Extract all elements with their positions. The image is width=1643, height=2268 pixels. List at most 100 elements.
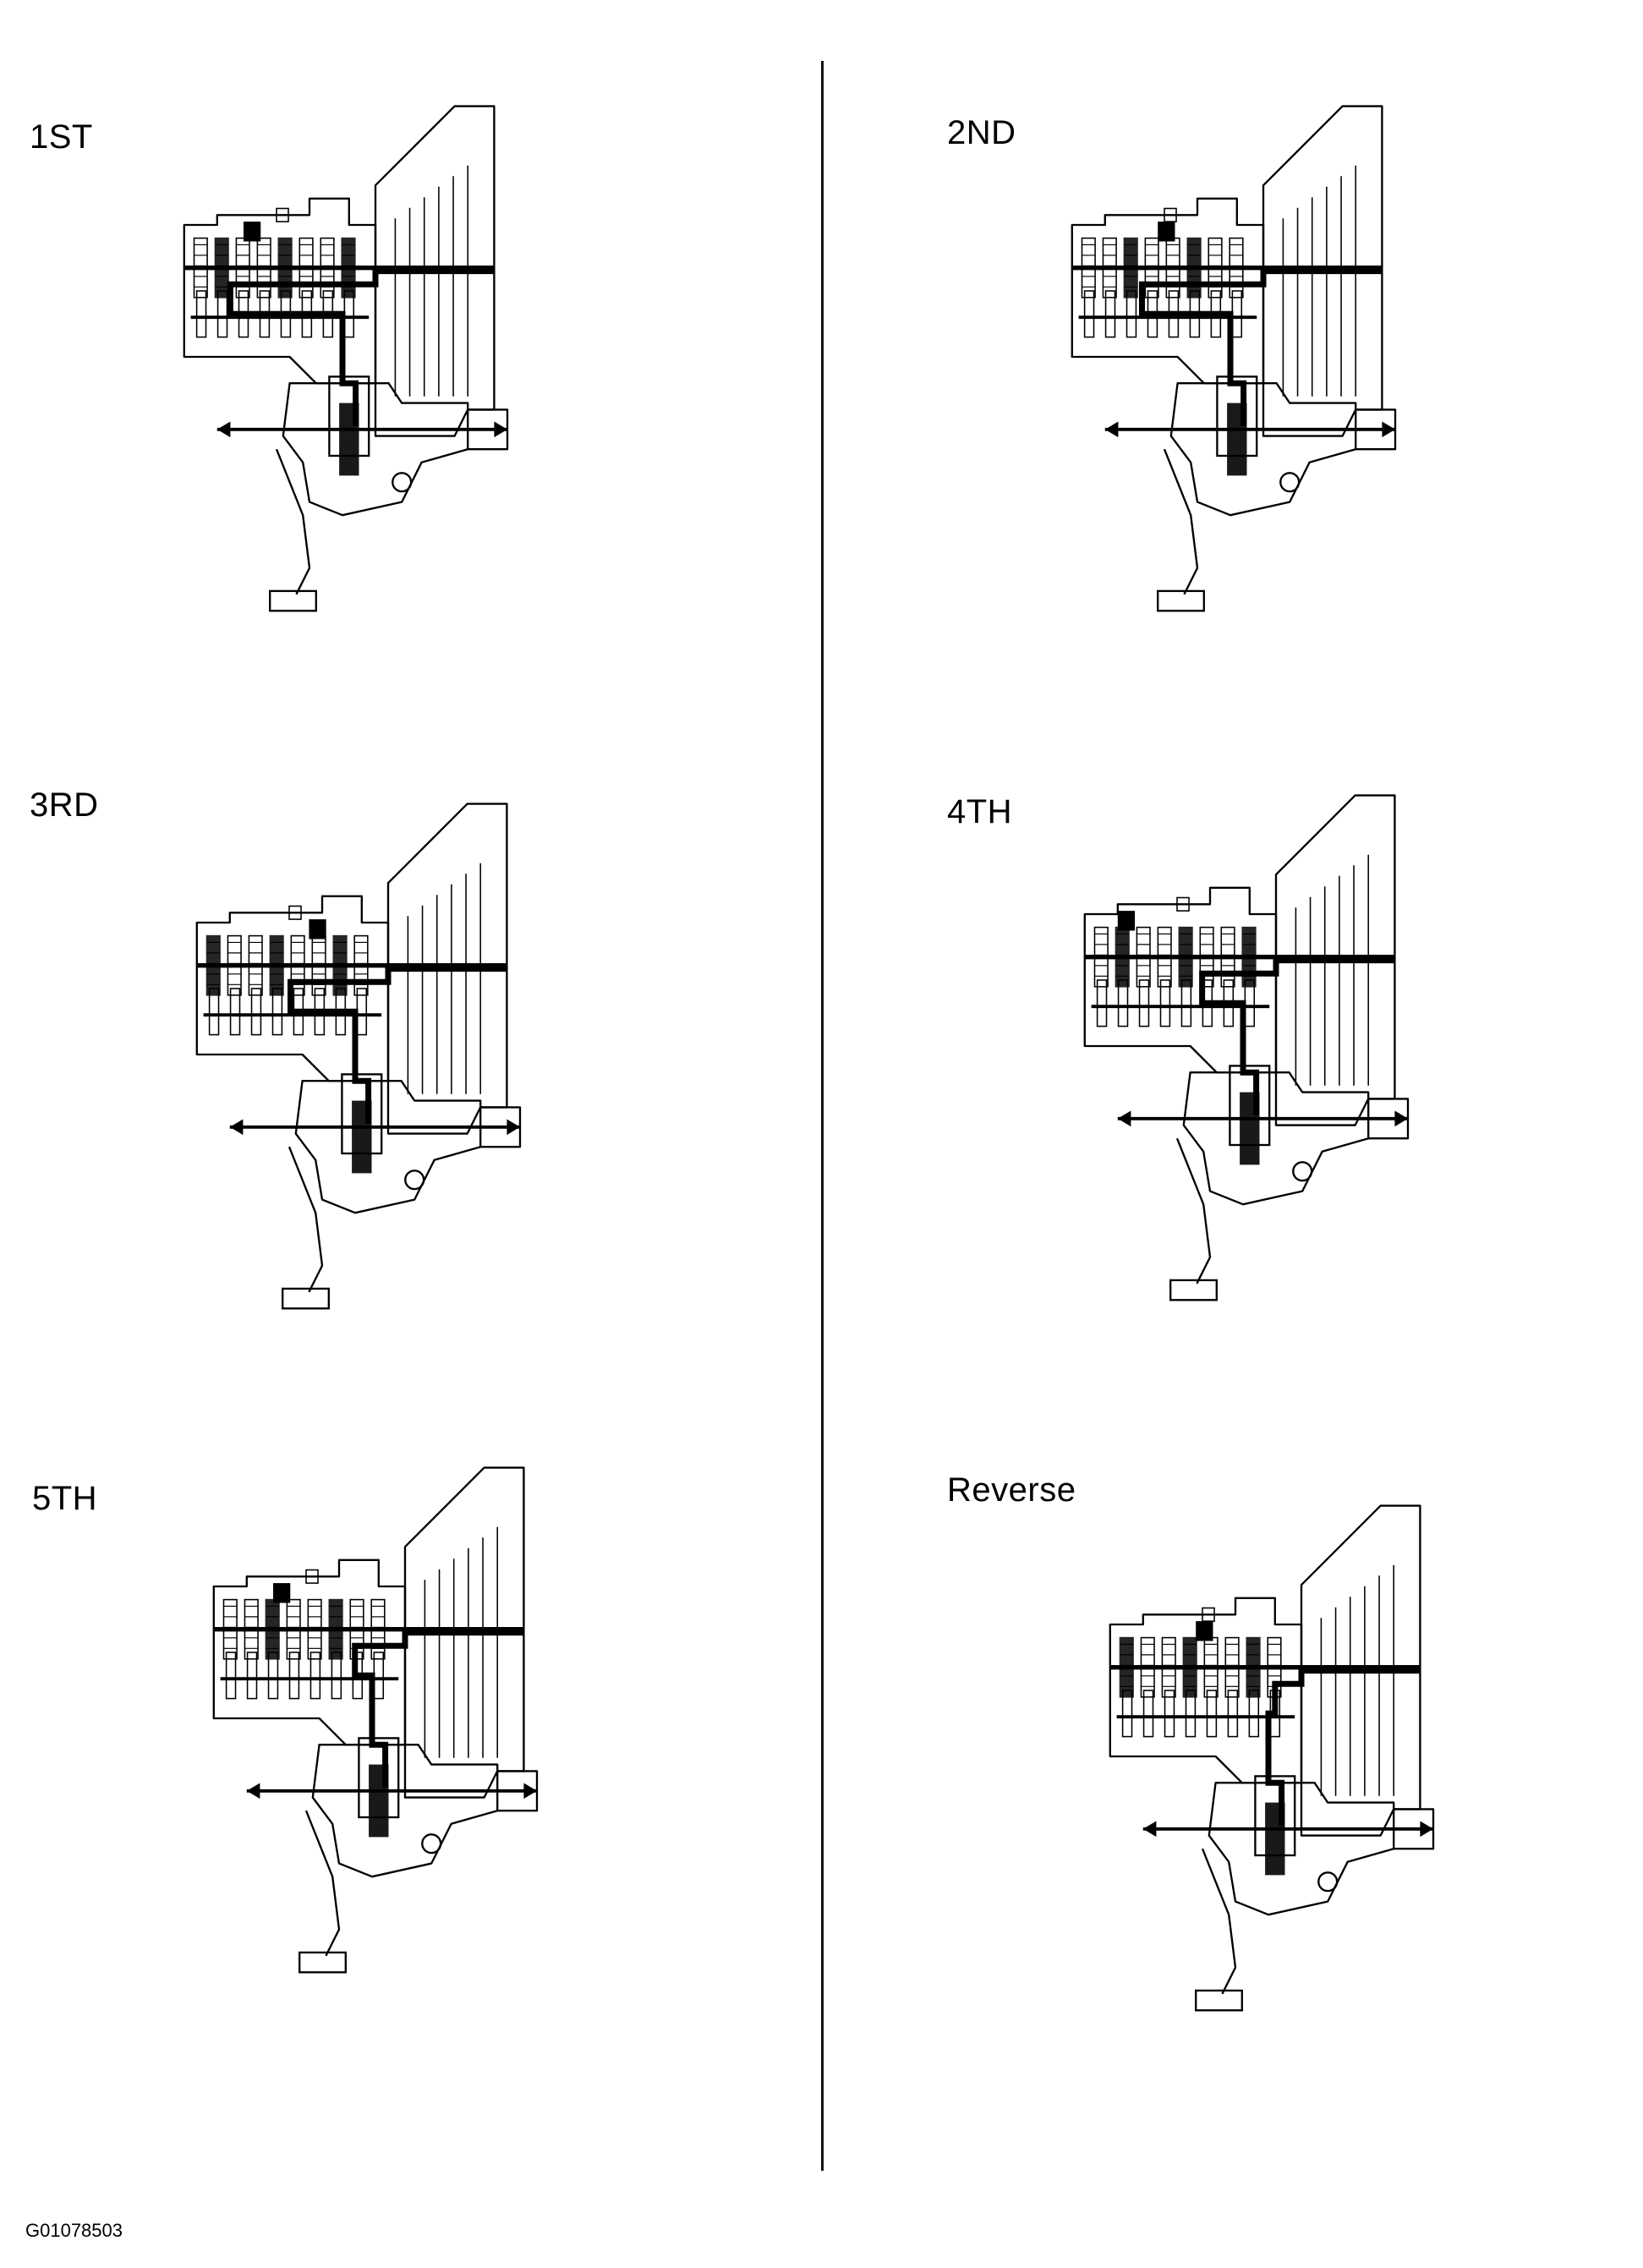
drive-gear	[222, 1598, 238, 1660]
drive-gear	[307, 1598, 322, 1660]
power-flow-path	[227, 268, 495, 426]
drive-gear	[248, 934, 263, 996]
mount-boss	[421, 1833, 442, 1854]
panel-5th: 5TH	[0, 1387, 761, 2080]
drive-gear	[1115, 926, 1130, 988]
mount-arm	[288, 1146, 324, 1293]
drive-gear	[1229, 237, 1244, 299]
drive-gear	[298, 237, 314, 299]
synchro-hub	[1158, 222, 1175, 242]
driven-gear	[250, 988, 262, 1036]
shift-fork	[288, 905, 302, 920]
power-flow-path	[1138, 268, 1383, 426]
drive-gear	[1081, 237, 1096, 299]
shift-fork	[1176, 896, 1190, 912]
drive-gear	[1140, 1636, 1155, 1698]
drive-gear	[328, 1598, 343, 1660]
driven-gear	[1180, 979, 1192, 1027]
driven-gear	[1096, 979, 1108, 1027]
extension-housing	[1394, 1808, 1435, 1850]
drive-gear	[1136, 926, 1151, 988]
drive-gear	[1241, 926, 1257, 988]
drive-gear	[370, 1598, 386, 1660]
drive-gear	[1246, 1636, 1261, 1698]
gear-case	[1071, 197, 1265, 385]
mount-boss	[392, 472, 413, 493]
driven-gear	[1083, 290, 1095, 338]
drive-gear	[235, 237, 250, 299]
synchro-hub	[1117, 911, 1136, 931]
driven-gear	[229, 988, 241, 1036]
power-flow-path	[352, 1630, 524, 1788]
shift-fork	[1164, 207, 1177, 222]
drive-gear	[277, 237, 293, 299]
driven-gear	[1248, 1690, 1260, 1738]
mount-arm	[1175, 1137, 1212, 1285]
panel-label: 3RD	[30, 786, 99, 824]
transmission-diagram	[195, 803, 522, 1310]
diagram-group	[1109, 1504, 1435, 2012]
transmission-diagram	[212, 1466, 539, 1974]
axle-arrow-right	[1420, 1821, 1433, 1838]
driven-gear	[267, 1652, 279, 1700]
axle-arrow-right	[507, 1119, 520, 1136]
extension-housing	[468, 408, 509, 451]
shift-fork	[1202, 1607, 1215, 1622]
drive-gear	[1208, 237, 1223, 299]
mount-foot	[1157, 589, 1205, 612]
axle-arrow-left	[1104, 421, 1119, 438]
driven-gear	[208, 988, 220, 1036]
mount-boss	[404, 1170, 425, 1191]
drive-gear	[1157, 926, 1172, 988]
drive-gear	[269, 934, 284, 996]
panel-label: 1ST	[30, 118, 93, 156]
driven-gear	[288, 1652, 300, 1700]
diagram-group	[1071, 105, 1397, 612]
drive-gear	[256, 237, 271, 299]
drive-gear	[1199, 926, 1214, 988]
driven-gear	[225, 1652, 237, 1700]
axle-arrow-left	[1117, 1110, 1131, 1127]
drive-gear	[244, 1598, 259, 1660]
drive-gear	[290, 934, 305, 996]
panel-4th: 4TH	[833, 693, 1594, 1387]
drive-gear	[332, 934, 348, 996]
drive-gear	[1102, 237, 1117, 299]
synchro-hub	[273, 1583, 291, 1603]
center-divider	[821, 61, 824, 2171]
gear-case	[1109, 1597, 1303, 1784]
panel-label: 4TH	[947, 793, 1013, 830]
drive-gear	[1178, 926, 1193, 988]
gear-case	[1083, 886, 1278, 1074]
drive-gear	[193, 237, 208, 299]
gear-case	[183, 197, 377, 385]
drive-gear	[205, 934, 221, 996]
driven-gear	[1138, 979, 1150, 1027]
drive-gear	[286, 1598, 301, 1660]
driven-gear	[271, 988, 283, 1036]
diagram-group	[212, 1466, 539, 1974]
driven-gear	[1104, 290, 1116, 338]
drive-gear	[1161, 1636, 1176, 1698]
mount-boss	[1292, 1161, 1313, 1182]
synchro-hub	[309, 919, 326, 940]
driven-gear	[246, 1652, 258, 1700]
panel-label: 5TH	[32, 1480, 98, 1517]
mount-arm	[1163, 448, 1199, 595]
synchro-hub	[1196, 1621, 1213, 1641]
drive-gear	[1144, 237, 1159, 299]
extension-housing	[480, 1106, 522, 1148]
transmission-diagram	[1071, 105, 1397, 612]
driven-gear	[216, 290, 228, 338]
power-flow-path	[1199, 957, 1395, 1115]
panel-reverse: Reverse	[833, 1387, 1594, 2080]
axle-arrow-right	[523, 1783, 537, 1800]
diagram-group	[195, 803, 522, 1310]
driven-gear	[1227, 1690, 1239, 1738]
mount-foot	[1195, 1989, 1243, 2012]
mount-arm	[275, 448, 311, 595]
panel-1st: 1ST	[0, 0, 761, 693]
driven-gear	[1185, 1690, 1197, 1738]
drive-gear	[1224, 1636, 1240, 1698]
drive-gear	[1186, 237, 1202, 299]
